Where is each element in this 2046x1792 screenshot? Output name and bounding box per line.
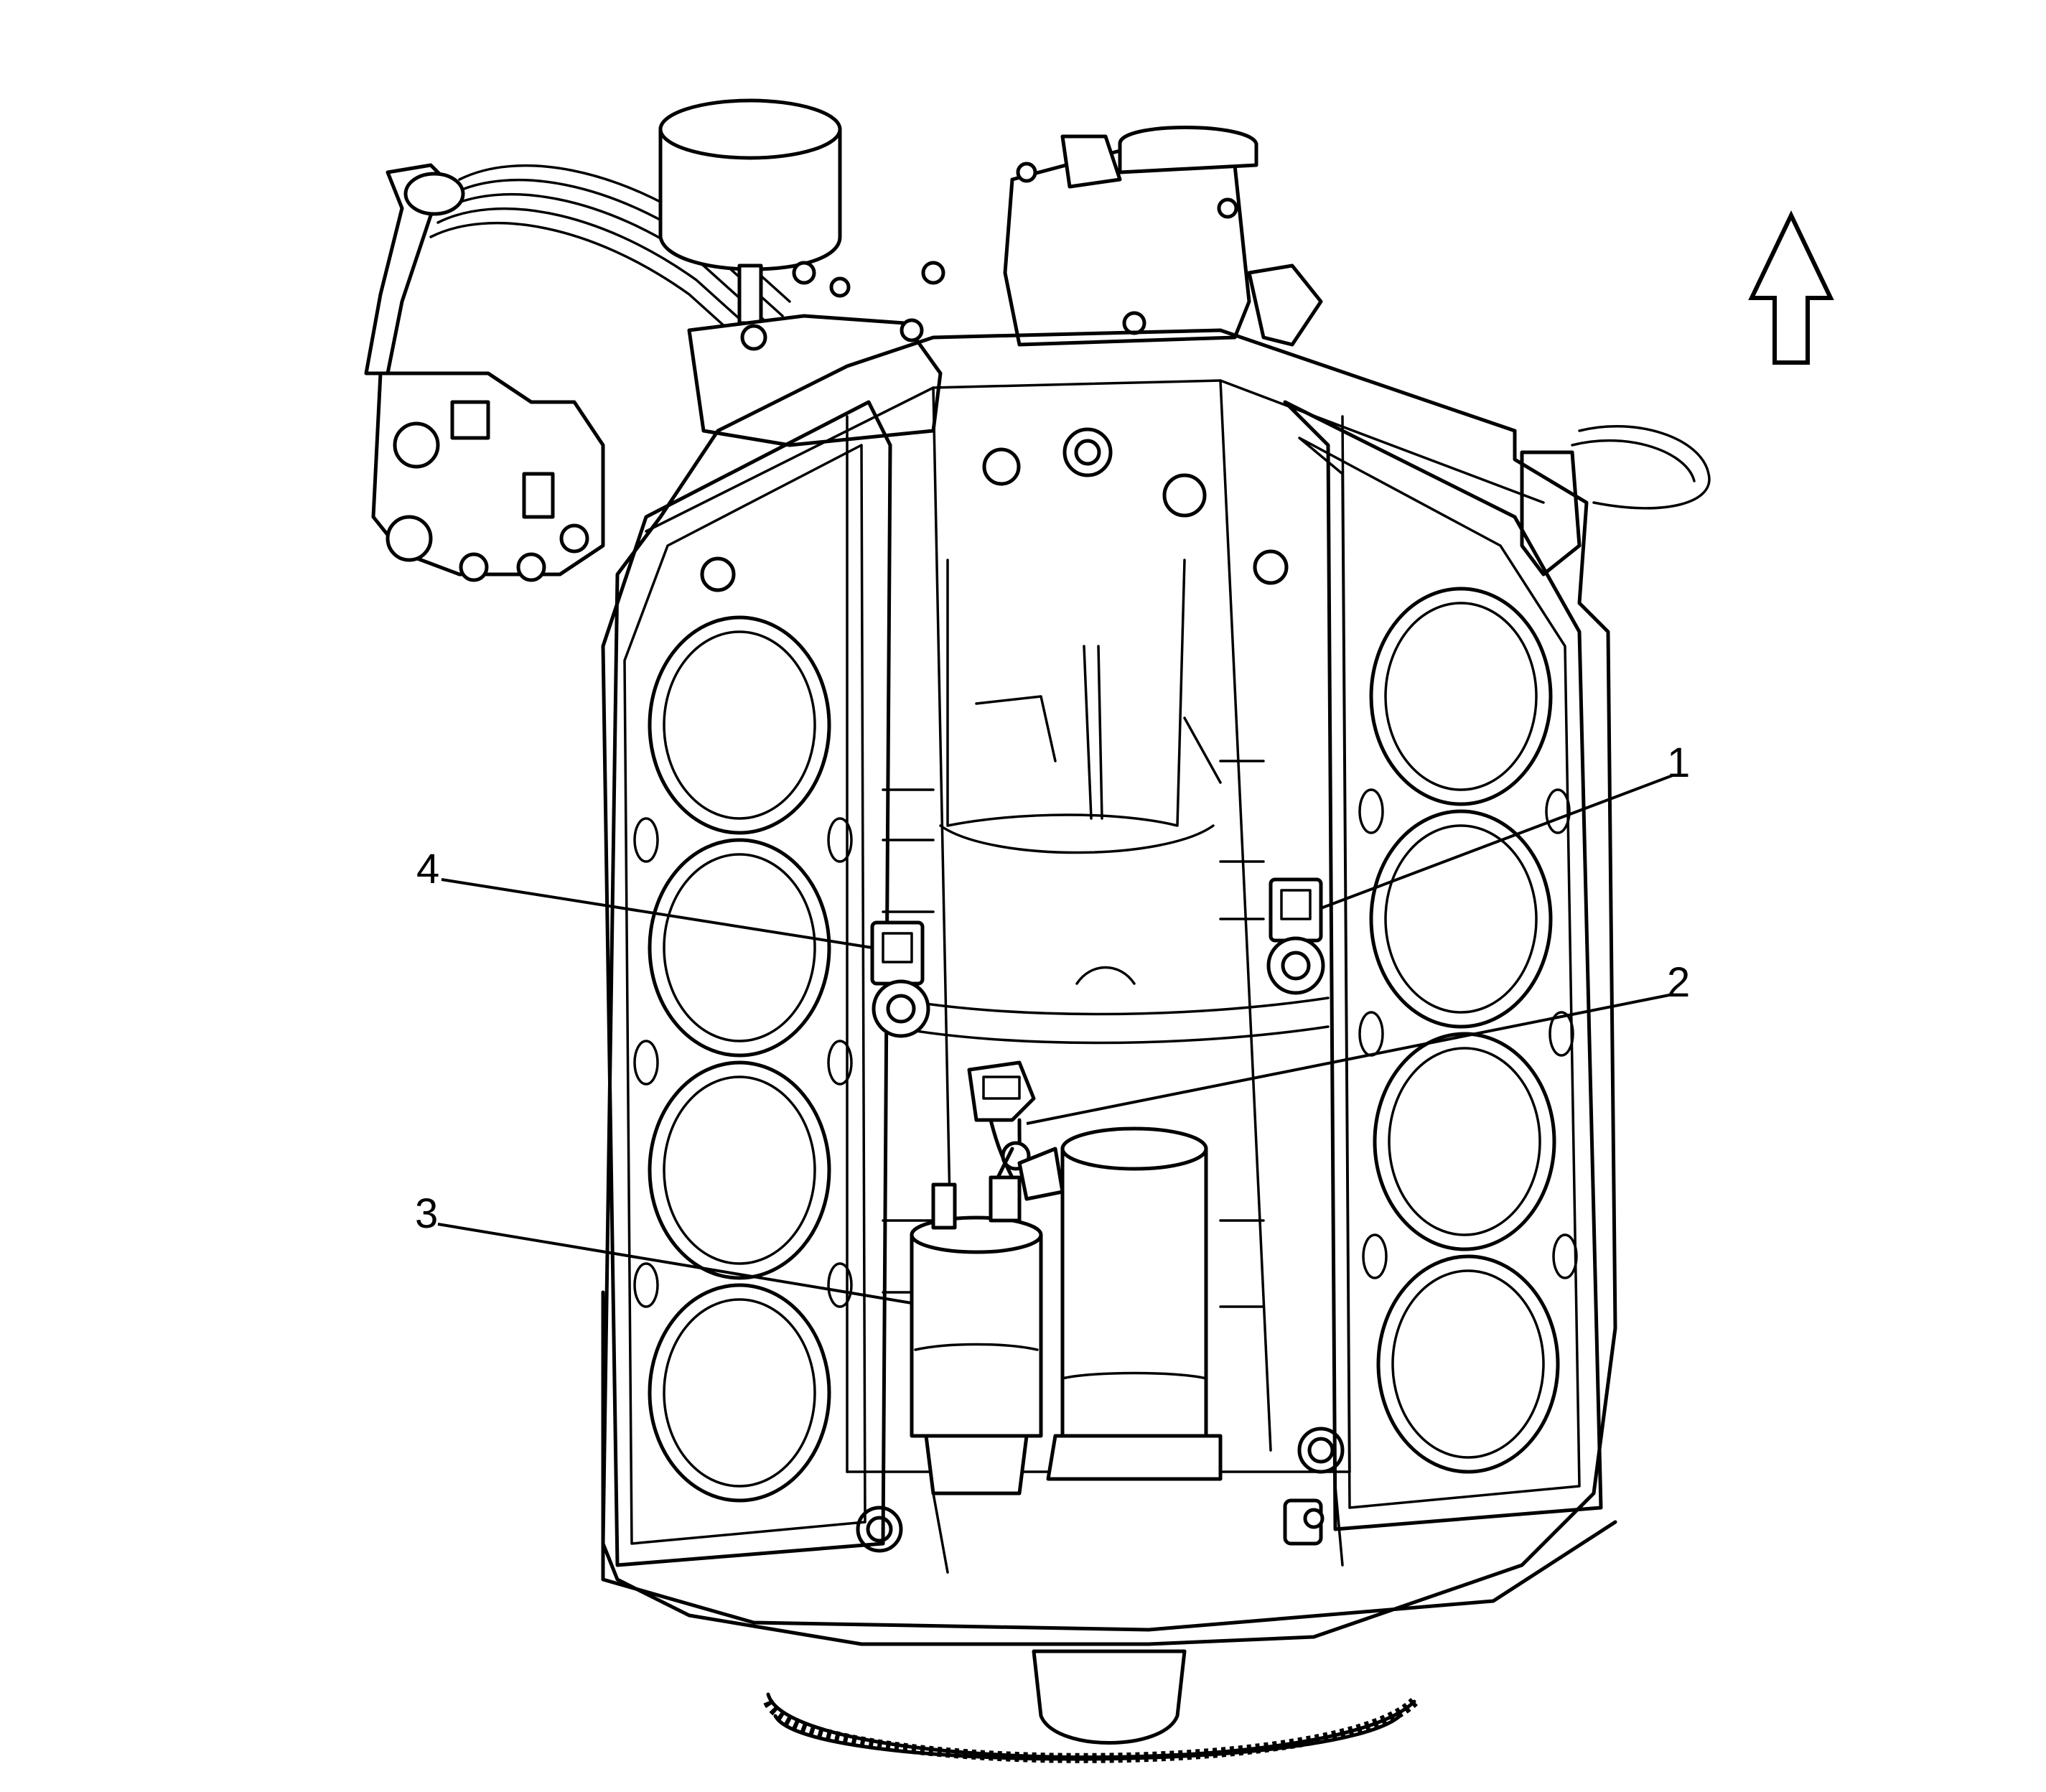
- callout-3: 3: [415, 1190, 438, 1237]
- left-head-gasket: [601, 400, 892, 1567]
- callout-4: 4: [416, 846, 439, 892]
- knock-sensor-left: [870, 920, 930, 1038]
- right-head-gasket: [1283, 400, 1603, 1531]
- starter-motor: [910, 1126, 1223, 1495]
- callout-leaders: [437, 774, 1673, 1305]
- right-cylinder-bores: [1369, 587, 1560, 1474]
- up-arrow-icon: [1748, 210, 1834, 365]
- valley: [882, 559, 1330, 1308]
- flywheel: [763, 1649, 1418, 1763]
- accessory-drive: [364, 98, 1711, 582]
- callout-2: 2: [1667, 959, 1690, 1006]
- harness-connector: [967, 1060, 1065, 1201]
- callout-1: 1: [1667, 739, 1690, 786]
- left-cylinder-bores: [648, 615, 831, 1503]
- knock-sensor-right: [1266, 877, 1325, 995]
